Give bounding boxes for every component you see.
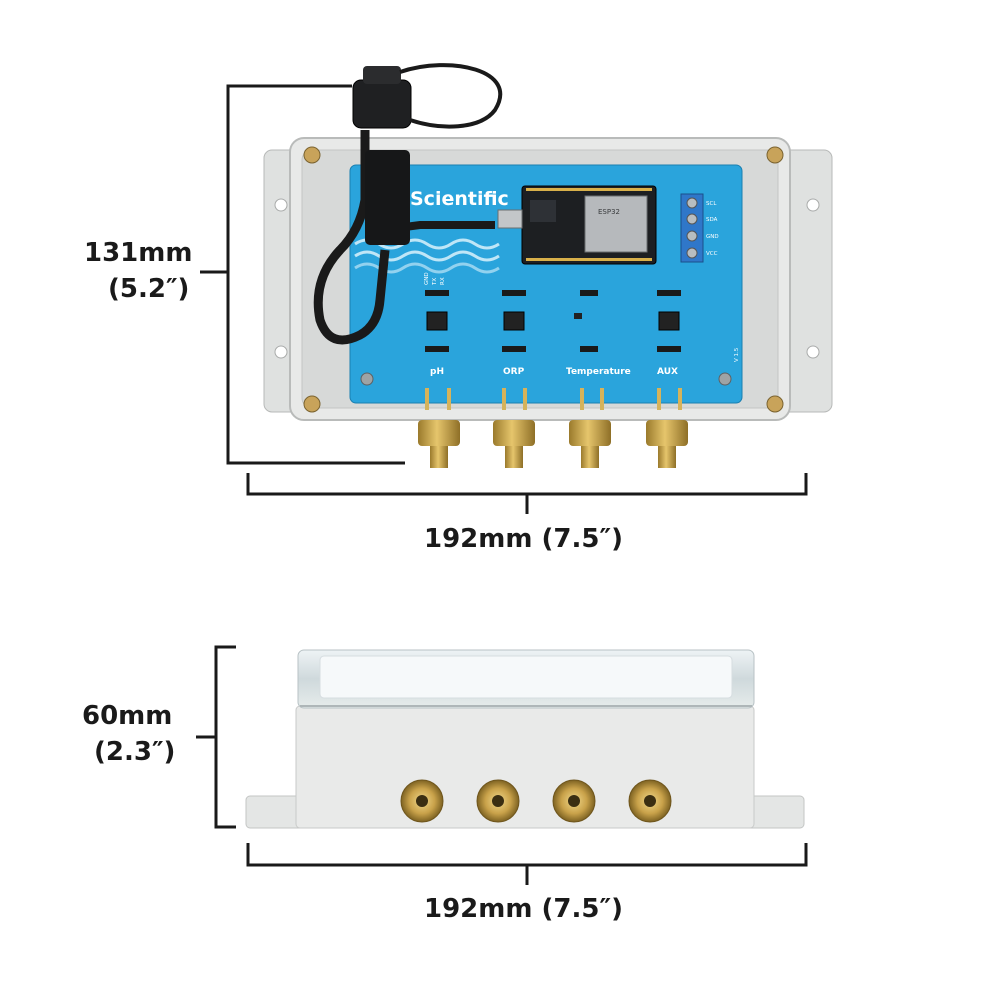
channel-label-orp: ORP — [503, 367, 525, 377]
top-height-label: 131mm — [84, 238, 193, 268]
top-width-label: 192mm (7.5″) — [424, 524, 623, 554]
side-width-label: 192mm (7.5″) — [424, 894, 623, 924]
cable-gland — [313, 63, 503, 345]
terminal-label-sda: SDA — [706, 217, 718, 223]
channel-circuits — [425, 290, 681, 352]
terminal-block — [680, 193, 704, 263]
dimension-brackets — [196, 84, 808, 885]
terminal-label-gnd: GND — [706, 234, 719, 240]
top-height-label-inches: (5.2″) — [108, 274, 190, 304]
channel-label-temperature: Temperature — [566, 367, 631, 377]
header-pin-rx: RX — [440, 277, 446, 285]
side-height-label-inches: (2.3″) — [94, 737, 176, 767]
terminal-label-vcc: VCC — [706, 251, 718, 257]
channel-label-aux: AUX — [657, 367, 678, 377]
board-version-text: V 1.5 — [734, 347, 740, 362]
esp32-module-text: ESP32 — [598, 208, 620, 216]
terminal-label-scl: SCL — [706, 201, 717, 207]
header-pin-gnd: GND — [424, 272, 430, 285]
board-brand-text: Scientific — [410, 188, 509, 210]
esp32-module — [497, 185, 657, 265]
side-view-illustration — [245, 649, 805, 829]
channel-label-ph: pH — [430, 367, 444, 377]
header-pin-tx: TX — [432, 278, 438, 286]
bnc-connectors-top — [418, 388, 688, 468]
side-height-label: 60mm — [82, 701, 173, 731]
